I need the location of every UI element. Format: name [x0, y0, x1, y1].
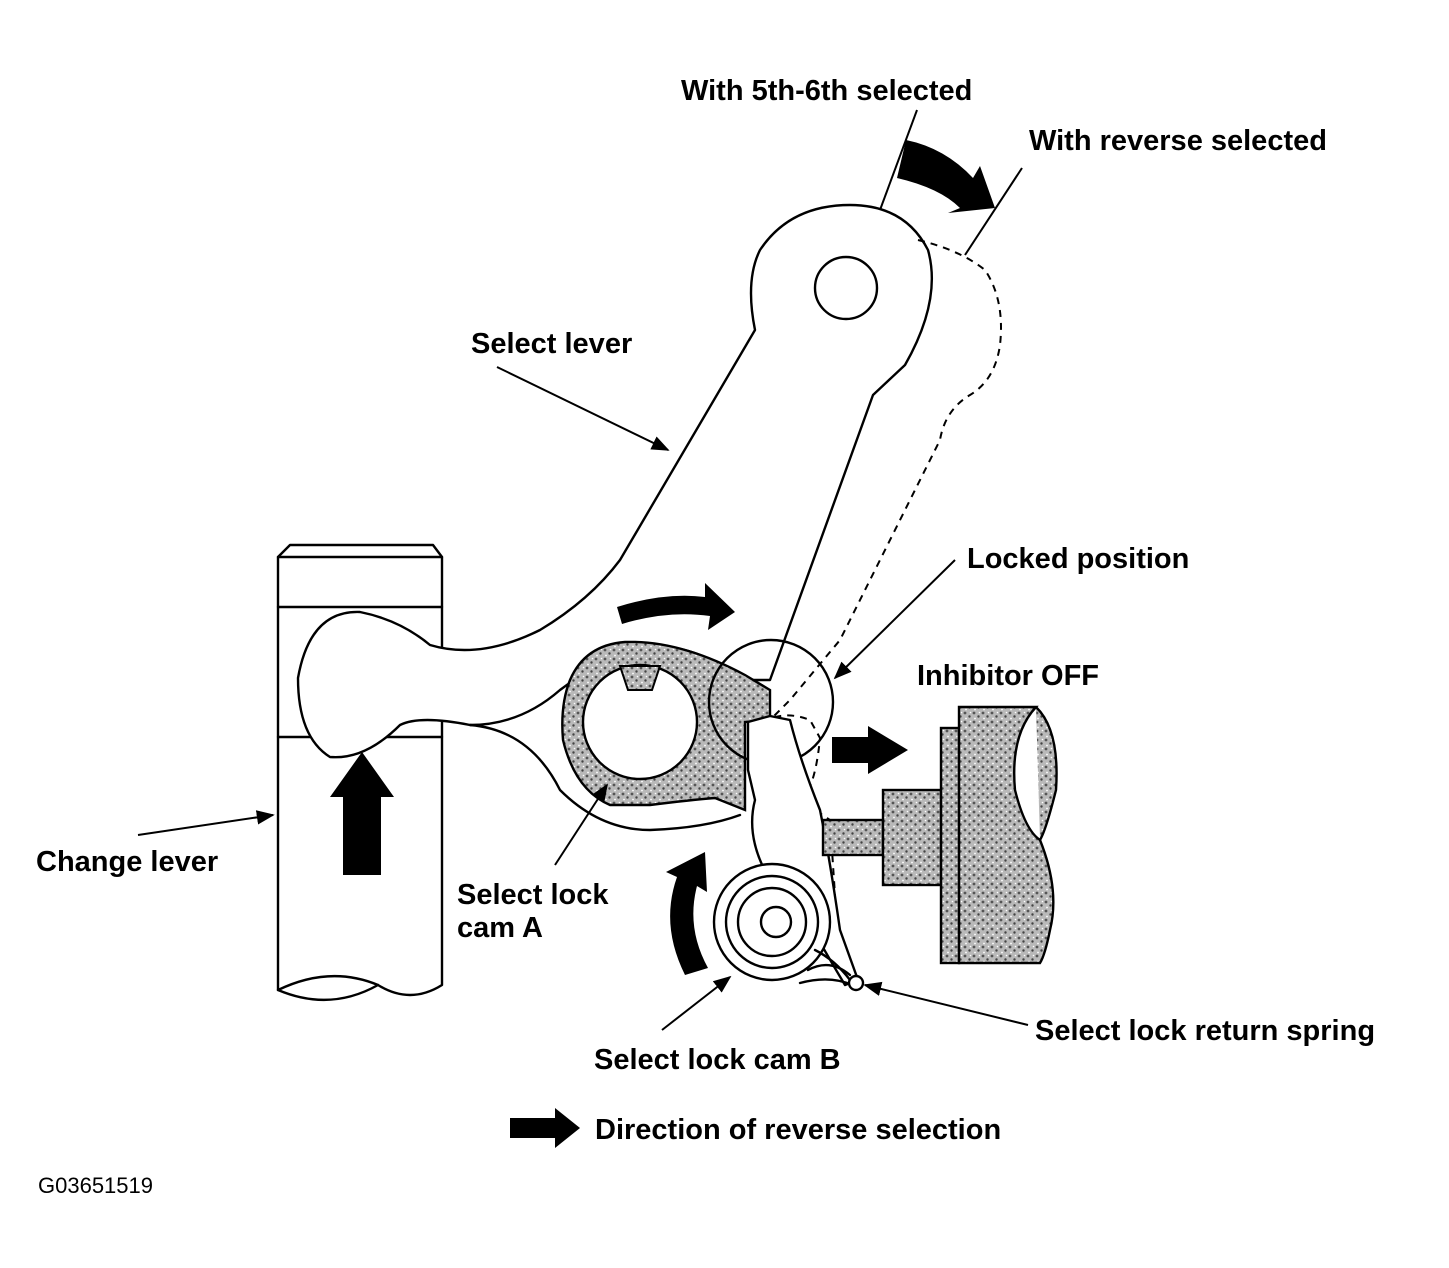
select-lock-cam-a: [561, 640, 772, 812]
select-lock-return-spring: [798, 948, 865, 992]
legend-arrow-icon: [510, 1108, 580, 1148]
label-locked-position: Locked position: [967, 543, 1189, 575]
label-with-5th-6th-selected: With 5th-6th selected: [681, 75, 972, 107]
inhibitor-off-arrow-icon: [832, 726, 908, 774]
legend-direction-of-reverse-selection: Direction of reverse selection: [595, 1114, 1001, 1146]
label-select-lock-return-spring: Select lock return spring: [1035, 1015, 1375, 1047]
select-lever-lower-arm: [468, 723, 742, 832]
cam-b-rotation-arrow-icon: [666, 852, 708, 975]
select-lock-cam-b: [712, 714, 860, 987]
select-lever: [296, 203, 934, 759]
label-select-lever: Select lever: [471, 328, 632, 360]
inhibitor: [821, 705, 1058, 965]
label-select-lock-cam-a-line1: Select lock: [457, 879, 609, 911]
leader-lines: [137, 109, 1029, 1031]
reverse-direction-arrow-top-icon: [897, 140, 995, 213]
change-lever-up-arrow-icon: [330, 752, 394, 875]
label-select-lock-cam-a-line2: cam A: [457, 912, 543, 944]
label-with-reverse-selected: With reverse selected: [1029, 125, 1327, 157]
cam-a-rotation-arrow-icon: [617, 583, 735, 630]
label-select-lock-cam-b: Select lock cam B: [594, 1044, 841, 1076]
figure-code: G03651519: [38, 1173, 153, 1198]
label-inhibitor-off: Inhibitor OFF: [917, 660, 1099, 692]
label-change-lever: Change lever: [36, 846, 218, 878]
